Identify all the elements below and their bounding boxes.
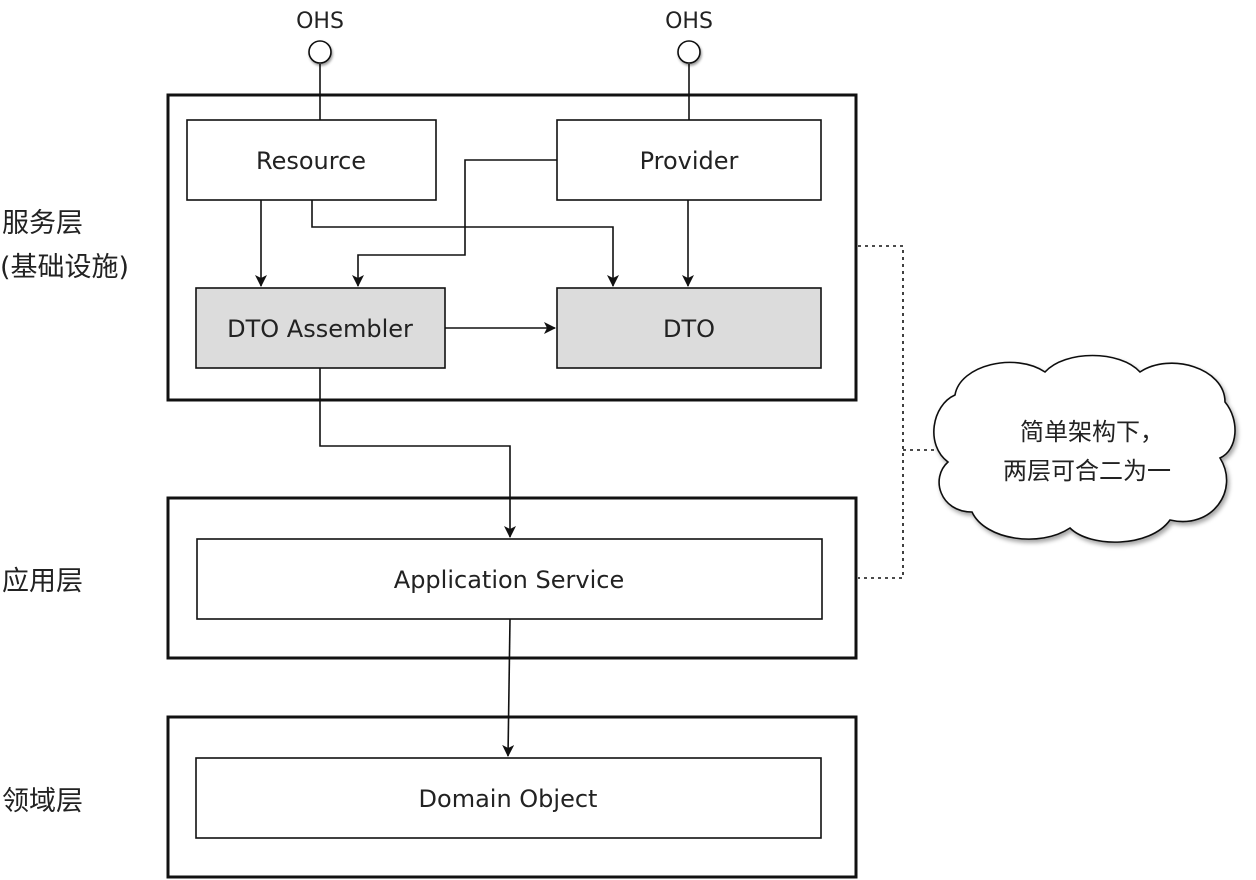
domain-object-box: Domain Object <box>195 757 822 839</box>
note-text-line1: 简单架构下， <box>1020 418 1164 446</box>
application-service-box: Application Service <box>196 538 823 620</box>
provider-ohs-circle <box>677 40 701 64</box>
resource-ohs-circle <box>308 40 332 64</box>
dto-label: DTO <box>663 315 715 343</box>
application-layer-frame <box>166 496 858 660</box>
arrow-dto-assembler-to-application-service <box>319 368 516 538</box>
arrow-resource-to-dto <box>311 200 619 287</box>
resource-ohs-label: OHS <box>296 9 344 34</box>
service-layer-frame <box>166 93 858 402</box>
domain-object-label: Domain Object <box>419 785 598 813</box>
provider-label: Provider <box>640 147 739 175</box>
dto-box: DTO <box>556 287 822 369</box>
arrow-application-service-to-domain-object <box>502 618 515 757</box>
provider-ohs-label: OHS <box>665 9 713 34</box>
arrow-provider-to-dto-assembler <box>352 159 557 287</box>
note-text-line2: 两层可合二为一 <box>1003 457 1171 485</box>
merge-bracket <box>858 245 904 579</box>
note-cloud: 简单架构下， 两层可合二为一 <box>933 354 1236 543</box>
provider-box: Provider <box>556 119 822 201</box>
service-layer-label: 服务层 <box>2 208 83 239</box>
domain-layer-frame <box>166 715 858 879</box>
domain-layer-label: 领域层 <box>2 786 83 817</box>
resource-box: Resource <box>186 119 437 201</box>
resource-label: Resource <box>256 147 366 175</box>
application-layer-label: 应用层 <box>2 566 83 597</box>
service-layer-sublabel: (基础设施) <box>0 252 129 283</box>
application-service-label: Application Service <box>394 566 624 594</box>
dto-assembler-label: DTO Assembler <box>227 315 413 343</box>
dto-assembler-box: DTO Assembler <box>195 287 446 369</box>
